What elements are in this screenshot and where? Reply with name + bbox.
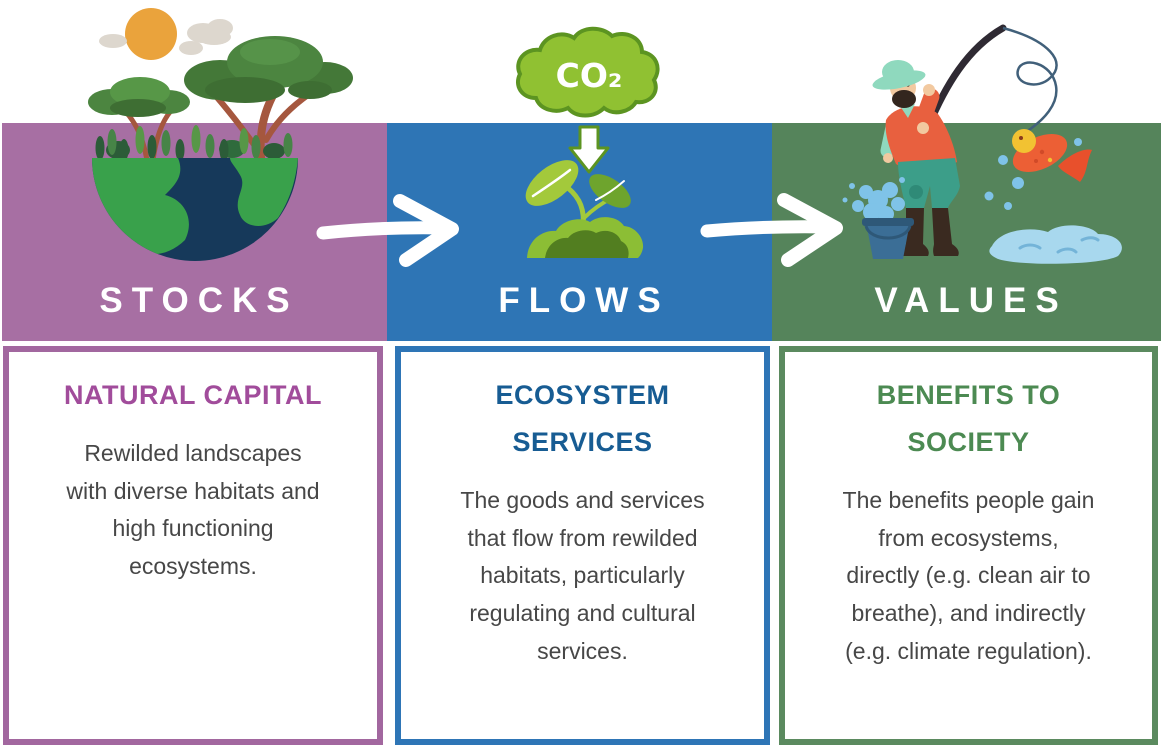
stocks-subtitle: NATURAL CAPITAL xyxy=(64,380,322,410)
co2-label: CO₂ xyxy=(556,56,623,95)
flows-subtitle: ECOSYSTEM SERVICES xyxy=(495,380,670,457)
fishing-rod-icon xyxy=(922,24,1007,136)
stocks-header-panel: STOCKS xyxy=(2,123,387,341)
clouds-icon xyxy=(99,19,233,55)
values-subtitle: BENEFITS TO SOCIETY xyxy=(876,380,1061,457)
tree-canopies xyxy=(88,36,353,117)
values-title: VALUES xyxy=(874,281,1068,320)
co2-cloud-icon: CO₂ xyxy=(516,26,660,118)
values-card: BENEFITS TO SOCIETY The benefits people … xyxy=(779,346,1158,745)
flows-card: ECOSYSTEM SERVICES The goods and service… xyxy=(395,346,770,745)
flows-title: FLOWS xyxy=(498,281,670,320)
hat-icon xyxy=(882,60,914,84)
fishing-line xyxy=(1002,26,1058,134)
sun-icon xyxy=(125,8,177,60)
flows-header-panel: FLOWS xyxy=(387,123,772,341)
values-header-panel: VALUES xyxy=(772,123,1161,341)
stocks-title: STOCKS xyxy=(99,281,299,320)
